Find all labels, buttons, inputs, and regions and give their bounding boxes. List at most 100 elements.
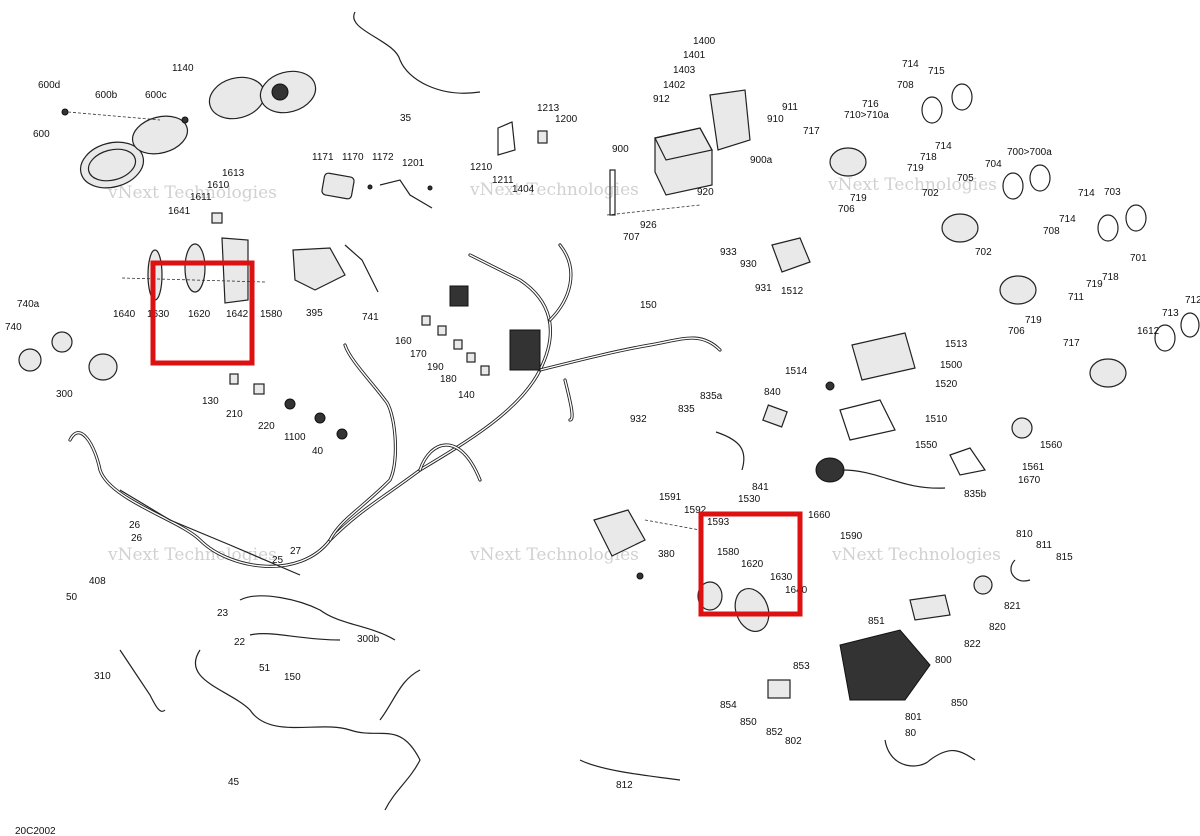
part-label: 900a bbox=[750, 155, 773, 166]
part-label: 717 bbox=[1063, 338, 1080, 349]
fairlead-820 bbox=[909, 594, 951, 621]
part-label: 1400 bbox=[693, 36, 716, 47]
part-label: 718 bbox=[1102, 272, 1119, 283]
part-label: 1670 bbox=[1018, 475, 1041, 486]
part-label: 719 bbox=[907, 163, 924, 174]
speaker-1630-right bbox=[697, 581, 723, 611]
regulator-group: 933 930 931 1512 bbox=[720, 237, 811, 297]
part-label: 26 bbox=[131, 533, 143, 544]
part-label: 170 bbox=[410, 349, 427, 360]
part-label: 1561 bbox=[1022, 462, 1045, 473]
part-label: 930 bbox=[740, 259, 757, 270]
part-label: 702 bbox=[922, 188, 939, 199]
part-label: 1402 bbox=[663, 80, 686, 91]
part-label: 840 bbox=[764, 387, 781, 398]
speaker-housing-1620 bbox=[221, 237, 249, 304]
part-label: 1630 bbox=[770, 572, 793, 583]
part-label: 1630 bbox=[147, 309, 170, 320]
ring-714 bbox=[951, 83, 973, 111]
part-label: 1513 bbox=[945, 339, 968, 350]
part-label: 931 bbox=[755, 283, 772, 294]
speaker-housing-1590 bbox=[593, 509, 646, 557]
part-label: 1580 bbox=[717, 547, 740, 558]
part-label: 820 bbox=[989, 622, 1006, 633]
part-label: 310 bbox=[94, 671, 111, 682]
part-label: 1591 bbox=[659, 492, 682, 503]
part-label: 600d bbox=[38, 80, 60, 91]
part-label: 1512 bbox=[781, 286, 804, 297]
watermark: vNext Technologies bbox=[831, 545, 1001, 565]
part-label: 1500 bbox=[940, 360, 963, 371]
part-label: 1642 bbox=[226, 309, 249, 320]
part-label: 1211 bbox=[492, 175, 514, 186]
diagram-code: 20C2002 bbox=[15, 826, 56, 836]
part-label: 740a bbox=[17, 299, 40, 310]
part-label: 932 bbox=[630, 414, 647, 425]
part-label: 150 bbox=[284, 672, 301, 683]
part-label: 821 bbox=[1004, 601, 1021, 612]
part-label: 1403 bbox=[673, 65, 696, 76]
part-label: 1620 bbox=[188, 309, 211, 320]
headlight-700 bbox=[941, 213, 979, 243]
bracket-1201 bbox=[497, 121, 516, 156]
watermark: vNext Technologies bbox=[469, 180, 639, 200]
part-label: 1170 bbox=[342, 152, 364, 163]
part-label: 852 bbox=[766, 727, 783, 738]
part-label: 719 bbox=[1086, 279, 1103, 290]
part-label: 920 bbox=[697, 187, 714, 198]
part-label: 1210 bbox=[470, 162, 493, 173]
sensor-1550 bbox=[1011, 417, 1033, 439]
part-label: 25 bbox=[272, 555, 284, 566]
part-label: 708 bbox=[1043, 226, 1060, 237]
part-label: 800 bbox=[935, 655, 952, 666]
display-group: 1171 1170 1172 1201 bbox=[312, 152, 433, 209]
part-label: 600 bbox=[33, 129, 50, 140]
part-label: 380 bbox=[658, 549, 675, 560]
battery-tray-910 bbox=[709, 89, 751, 151]
strap-920 bbox=[609, 169, 616, 216]
part-label: 714 bbox=[1059, 214, 1076, 225]
part-label: 1641 bbox=[168, 206, 191, 217]
speaker-right-group: 1591 1592 1593 380 1580 1620 1630 1640 bbox=[593, 492, 808, 632]
part-label: 718 bbox=[920, 152, 937, 163]
cable-35 bbox=[353, 11, 481, 94]
part-label: 1510 bbox=[925, 414, 948, 425]
part-label: 853 bbox=[793, 661, 810, 672]
part-label: 706 bbox=[838, 204, 855, 215]
part-label: 220 bbox=[258, 421, 275, 432]
part-label: 711 bbox=[1068, 292, 1084, 303]
part-label: 815 bbox=[1056, 552, 1073, 563]
part-label: 912 bbox=[653, 94, 670, 105]
speaker-bracket-1610 bbox=[211, 212, 223, 224]
part-label: 50 bbox=[66, 592, 78, 603]
part-label: 708 bbox=[897, 80, 914, 91]
part-label: 802 bbox=[785, 736, 802, 747]
speaker-left-group: 1613 1610 1611 1641 1640 1630 1620 1642 … bbox=[113, 168, 379, 323]
part-label: 1401 bbox=[683, 50, 706, 61]
part-label: 1100 bbox=[284, 432, 306, 443]
part-label: 1640 bbox=[785, 585, 808, 596]
screw-600b bbox=[61, 108, 69, 116]
part-label: 35 bbox=[400, 113, 412, 124]
part-label: 1560 bbox=[1040, 440, 1063, 451]
part-label: 210 bbox=[226, 409, 243, 420]
part-label: 1213 bbox=[537, 103, 560, 114]
part-label: 719 bbox=[850, 193, 867, 204]
part-label: 395 bbox=[306, 308, 323, 319]
part-label: 51 bbox=[259, 663, 271, 674]
watermark-group: vNext Technologies vNext Technologies vN… bbox=[107, 175, 1001, 565]
part-label: 835 bbox=[678, 404, 695, 415]
display-1140 bbox=[321, 172, 355, 200]
part-label: 130 bbox=[202, 396, 219, 407]
module-group: 1513 1500 1520 1514 1510 1550 1560 1561 … bbox=[785, 332, 1063, 500]
hook-810 bbox=[1010, 559, 1031, 582]
light-740 bbox=[88, 353, 118, 381]
part-label: 854 bbox=[720, 700, 737, 711]
highlight-box-speaker-left bbox=[150, 260, 255, 366]
light-740-group: 740a 740 300 bbox=[5, 299, 118, 400]
part-label: 140 bbox=[458, 390, 475, 401]
part-label: 715 bbox=[928, 66, 945, 77]
part-label: 26 bbox=[129, 520, 141, 531]
part-label: 713 bbox=[1162, 308, 1179, 319]
part-label: 1520 bbox=[935, 379, 958, 390]
